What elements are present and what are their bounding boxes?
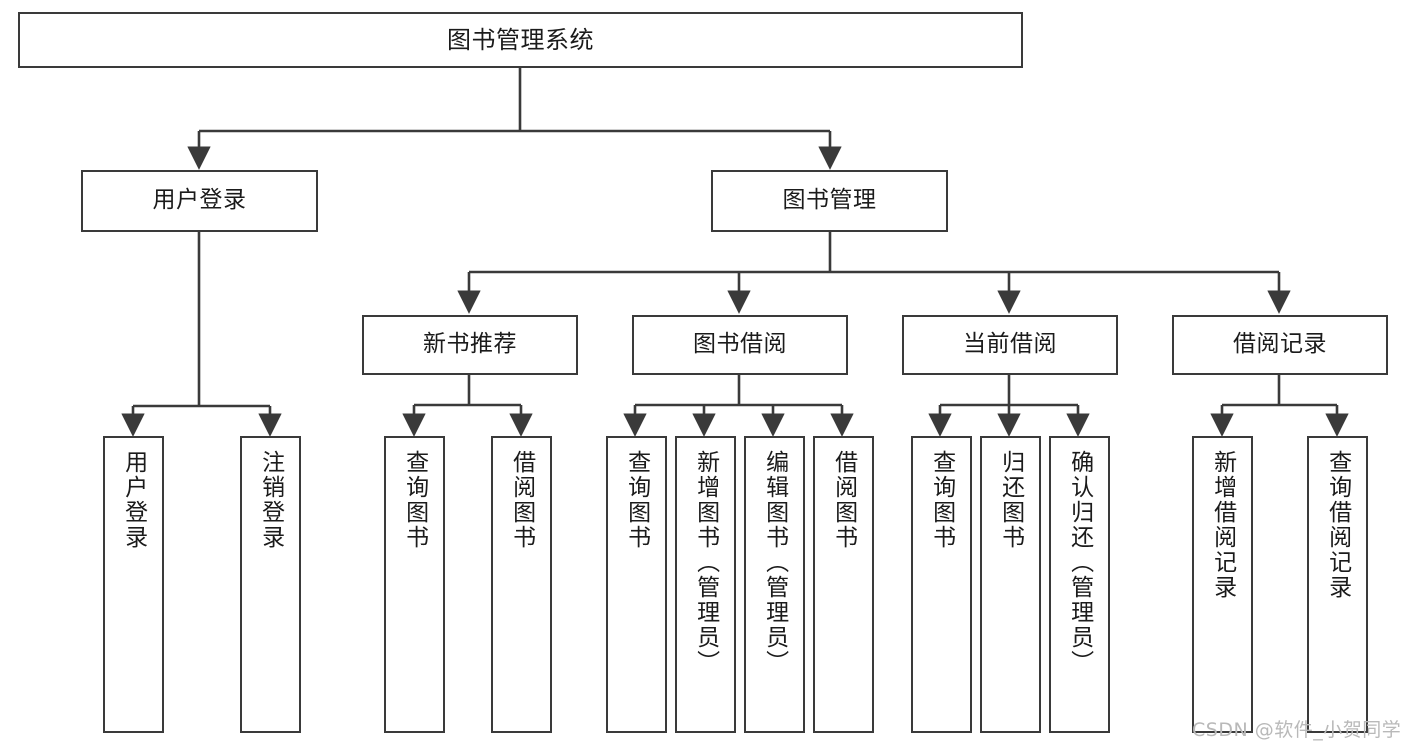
node-label: 注销登录 <box>257 450 284 550</box>
leaf-current-borrow-return[interactable]: 归还图书 <box>980 436 1041 733</box>
node-label: 图书管理 <box>782 187 877 214</box>
leaf-book-borrow-borrow[interactable]: 借阅图书 <box>813 436 874 733</box>
node-book-management-system[interactable]: 图书管理系统 <box>18 12 1023 68</box>
node-label: 查询借阅记录 <box>1324 450 1351 600</box>
node-label: 借阅图书 <box>508 450 535 550</box>
leaf-borrow-record-query[interactable]: 查询借阅记录 <box>1307 436 1368 733</box>
leaf-current-borrow-confirm-admin[interactable]: 确认归还（管理员） <box>1049 436 1110 733</box>
node-label: 图书管理系统 <box>447 25 594 54</box>
node-label: 归还图书 <box>997 450 1024 550</box>
node-label: 查询图书 <box>928 450 955 550</box>
leaf-current-borrow-query[interactable]: 查询图书 <box>911 436 972 733</box>
node-label: 查询图书 <box>401 450 428 550</box>
node-label: 新增借阅记录 <box>1209 450 1236 600</box>
node-label: 新书推荐 <box>423 331 517 358</box>
node-label: 借阅记录 <box>1233 331 1327 358</box>
leaf-borrow-record-add[interactable]: 新增借阅记录 <box>1192 436 1253 733</box>
leaf-book-borrow-edit-admin[interactable]: 编辑图书（管理员） <box>744 436 805 733</box>
leaf-new-book-query[interactable]: 查询图书 <box>384 436 445 733</box>
leaf-book-borrow-add-admin[interactable]: 新增图书（管理员） <box>675 436 736 733</box>
node-current-borrow[interactable]: 当前借阅 <box>902 315 1118 375</box>
leaf-new-book-borrow[interactable]: 借阅图书 <box>491 436 552 733</box>
node-label: 用户登录 <box>120 450 147 550</box>
csdn-watermark: CSDN @软件_小贺同学 <box>1192 719 1402 741</box>
node-label: 新增图书（管理员） <box>692 450 719 675</box>
node-label: 当前借阅 <box>963 331 1057 358</box>
node-label: 查询图书 <box>623 450 650 550</box>
leaf-book-borrow-query[interactable]: 查询图书 <box>606 436 667 733</box>
node-label: 用户登录 <box>152 187 247 214</box>
node-user-login[interactable]: 用户登录 <box>81 170 318 232</box>
node-book-borrow[interactable]: 图书借阅 <box>632 315 848 375</box>
node-new-book-recommend[interactable]: 新书推荐 <box>362 315 578 375</box>
node-label: 编辑图书（管理员） <box>761 450 788 675</box>
node-book-management[interactable]: 图书管理 <box>711 170 948 232</box>
node-borrow-record[interactable]: 借阅记录 <box>1172 315 1388 375</box>
leaf-user-login-logout[interactable]: 注销登录 <box>240 436 301 733</box>
node-label: 借阅图书 <box>830 450 857 550</box>
node-label: 确认归还（管理员） <box>1066 450 1093 675</box>
leaf-user-login-login[interactable]: 用户登录 <box>103 436 164 733</box>
node-label: 图书借阅 <box>693 331 787 358</box>
